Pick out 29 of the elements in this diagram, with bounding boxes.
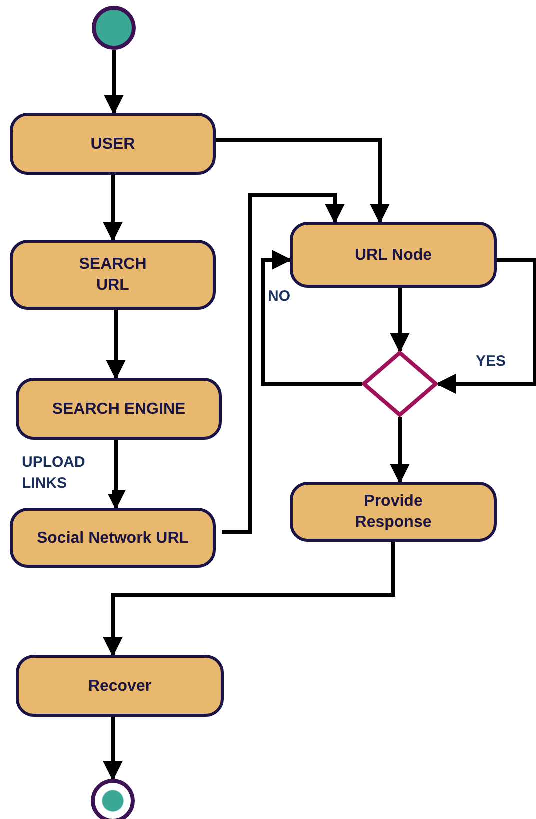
start-node [92, 6, 136, 50]
arrow [103, 717, 123, 781]
arrow [103, 175, 123, 242]
end-node [91, 779, 135, 819]
box-label: Provide Response [354, 492, 433, 533]
box-label: Social Network URL [36, 528, 190, 548]
arrow [104, 50, 124, 115]
process-box [16, 655, 224, 717]
process-box [10, 113, 216, 175]
arrow [436, 258, 536, 394]
process-box [16, 378, 222, 440]
process-box [10, 240, 216, 310]
arrow [106, 440, 126, 510]
box-label: Recover [88, 676, 152, 696]
arrow [261, 250, 362, 386]
arrow [106, 310, 126, 380]
process-box [290, 482, 497, 542]
arrow [103, 542, 396, 657]
arrow [390, 417, 410, 484]
box-label: USER [90, 134, 136, 154]
process-box [290, 222, 497, 288]
box-label: URL Node [354, 246, 432, 266]
arrow [390, 288, 410, 353]
box-label: SEARCH URL [78, 255, 148, 296]
process-box [10, 508, 216, 568]
arrow [222, 193, 345, 534]
decision-diamond [362, 351, 438, 417]
arrow [216, 138, 390, 224]
box-label: SEARCH ENGINE [52, 400, 186, 420]
